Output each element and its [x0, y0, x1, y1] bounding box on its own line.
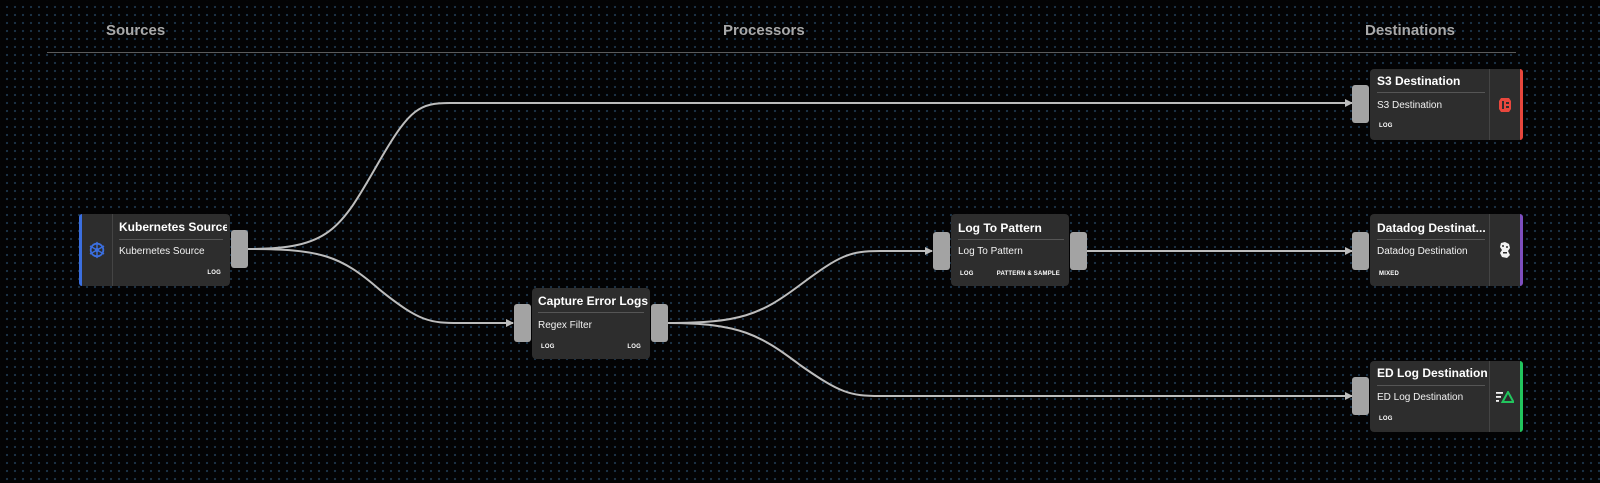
node-title-rule [958, 239, 1064, 240]
input-port-datadog-destination[interactable] [1352, 232, 1369, 270]
column-header-sources: Sources [106, 22, 166, 39]
datadog-icon [1490, 214, 1520, 286]
column-header-processors: Processors [723, 22, 805, 39]
input-type-tag: LOG [1379, 416, 1393, 422]
input-type-tag: MIXED [1379, 271, 1400, 277]
node-divider [1489, 361, 1490, 432]
header-divider [47, 52, 1516, 53]
node-subtitle: Log To Pattern [958, 246, 1023, 257]
edge-kubernetes-to-capture-error-logs[interactable] [247, 248, 514, 327]
node-capture-error-logs[interactable]: Capture Error Logs Regex Filter LOG LOG [532, 288, 650, 359]
node-ed-log-destination[interactable]: ED Log Destination ED Log Destination LO… [1370, 361, 1523, 432]
input-port-ed-log-destination[interactable] [1352, 377, 1369, 415]
node-title: Kubernetes Source [119, 220, 227, 234]
node-divider [112, 214, 113, 286]
input-type-tag: LOG [960, 271, 974, 277]
node-subtitle: Regex Filter [538, 320, 592, 331]
node-title-rule [1377, 239, 1485, 240]
node-kubernetes-source[interactable]: Kubernetes Source Kubernetes Source LOG [79, 214, 230, 286]
output-type-tag: PATTERN & SAMPLE [996, 271, 1060, 277]
node-title: Log To Pattern [958, 221, 1042, 235]
node-divider [1489, 214, 1490, 286]
output-port-log-to-pattern[interactable] [1070, 232, 1087, 270]
node-subtitle: Datadog Destination [1377, 246, 1468, 257]
node-accent-bar [1520, 361, 1523, 432]
node-subtitle: Kubernetes Source [119, 246, 205, 257]
column-header-destinations: Destinations [1365, 22, 1456, 39]
edge-capture-to-ed-log[interactable] [667, 322, 1353, 400]
node-subtitle: S3 Destination [1377, 100, 1443, 111]
edge-delta-icon [1490, 361, 1520, 432]
node-accent-bar [1520, 214, 1523, 286]
node-subtitle: ED Log Destination [1377, 392, 1464, 403]
kubernetes-icon [82, 214, 112, 286]
output-port-capture-error-logs[interactable] [651, 304, 668, 342]
node-accent-bar [79, 214, 82, 286]
node-log-to-pattern[interactable]: Log To Pattern Log To Pattern LOG PATTER… [951, 214, 1069, 286]
node-title-rule [119, 239, 223, 240]
node-title-rule [1377, 92, 1485, 93]
input-port-s3-destination[interactable] [1352, 85, 1369, 123]
edge-capture-to-log-to-pattern[interactable] [667, 247, 933, 324]
node-title-rule [1377, 385, 1485, 386]
input-type-tag: LOG [1379, 123, 1393, 129]
edge-kubernetes-to-s3[interactable] [247, 99, 1353, 250]
output-type-tag: LOG [627, 344, 641, 350]
node-accent-bar [1520, 69, 1523, 140]
node-divider [1489, 69, 1490, 140]
output-type-tag: LOG [207, 270, 221, 276]
aws-s3-icon [1490, 69, 1520, 140]
node-datadog-destination[interactable]: Datadog Destinat... Datadog Destination … [1370, 214, 1523, 286]
node-title: Capture Error Logs [538, 294, 648, 308]
input-type-tag: LOG [541, 344, 555, 350]
node-title-rule [538, 312, 644, 313]
output-port-kubernetes-source[interactable] [231, 230, 248, 268]
node-title: Datadog Destinat... [1377, 221, 1486, 235]
node-title: ED Log Destination [1377, 366, 1488, 380]
input-port-capture-error-logs[interactable] [514, 304, 531, 342]
input-port-log-to-pattern[interactable] [933, 232, 950, 270]
node-s3-destination[interactable]: S3 Destination S3 Destination LOG [1370, 69, 1523, 140]
node-title: S3 Destination [1377, 74, 1461, 88]
